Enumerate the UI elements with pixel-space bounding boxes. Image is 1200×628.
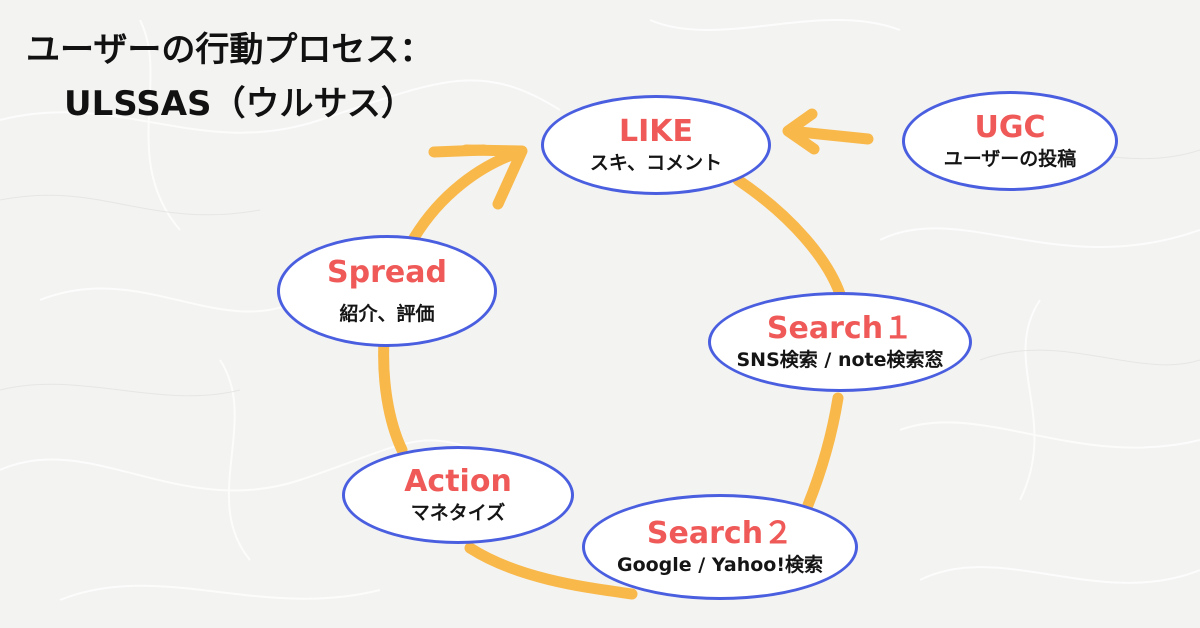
arrowhead-ugc (782, 108, 820, 155)
node-action-label: Action (404, 464, 512, 499)
arrow-search1-to-search2 (802, 392, 844, 511)
arrow-spread-to-like (408, 146, 526, 244)
node-search2: Search２ Google / Yahoo!検索 (582, 494, 858, 600)
node-action: Action マネタイズ (342, 446, 574, 544)
node-like-label: LIKE (618, 114, 694, 149)
diagram-title-line2: ULSSAS（ウルサス） (64, 84, 415, 124)
arrow-like-to-search1 (732, 174, 848, 306)
node-search2-sub: Google / Yahoo!検索 (616, 554, 823, 576)
node-search2-label: Search２ (646, 516, 794, 551)
arrow-search2-to-action (464, 542, 638, 600)
node-like-sub: スキ、コメント (589, 152, 723, 174)
node-like: LIKE スキ、コメント (541, 95, 771, 195)
node-search1: Search１ SNS検索 / note検索窓 (708, 292, 972, 392)
arrow-tail-top (428, 144, 490, 158)
node-spread-sub: 紹介、評価 (339, 303, 435, 325)
node-spread: Spread 紹介、評価 (277, 235, 497, 347)
node-action-sub: マネタイズ (410, 502, 506, 524)
node-search1-label: Search１ (766, 311, 914, 346)
node-spread-label: Spread (327, 255, 447, 290)
arrow-action-to-spread (378, 334, 408, 456)
arrow-ugc-to-like (784, 125, 874, 145)
node-ugc-label: UGC (974, 110, 1046, 145)
node-ugc-sub: ユーザーの投稿 (943, 148, 1077, 170)
node-search1-sub: SNS検索 / note検索窓 (736, 349, 944, 371)
node-ugc: UGC ユーザーの投稿 (902, 91, 1118, 191)
diagram-title-line1: ユーザーの行動プロセス： (26, 30, 434, 70)
